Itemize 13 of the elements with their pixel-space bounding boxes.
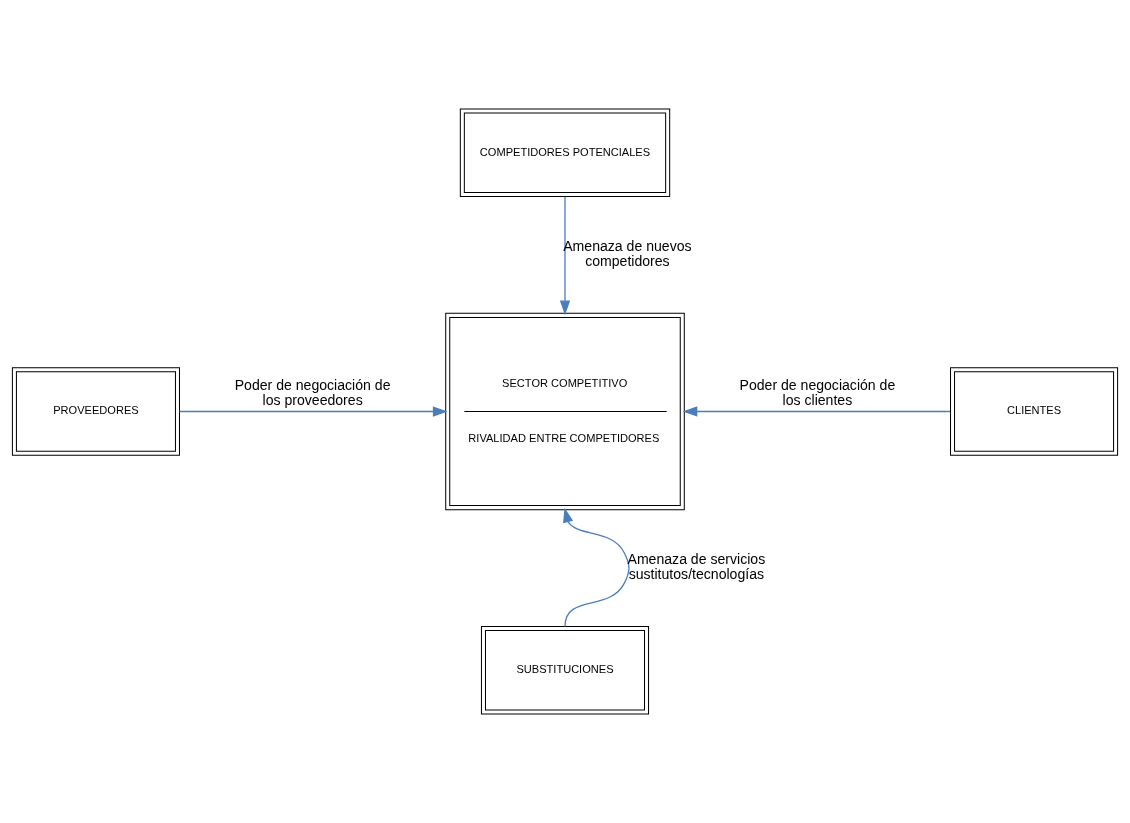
edge-label: Amenaza de nuevos competidores [563,238,692,270]
arrow [178,406,448,417]
edge-label: Poder de negociación de los clientes [739,376,896,408]
arrow [563,507,630,628]
node-box: CLIENTES [950,367,1119,456]
node-box: COMPETIDORES POTENCIALES [459,108,671,198]
node-box: PROVEEDORES [11,367,180,456]
node-box: SUBSTITUCIONES [480,625,650,715]
edge-label: Amenaza de servicios sustitutos/tecnologías [627,551,766,583]
node-box: SECTOR COMPETITIVO RIVALIDAD ENTRE COMPETIDORES [445,312,685,511]
edge-label: Poder de negociación de los proveedores [234,376,391,408]
arrow [559,196,571,316]
arrow [682,406,951,417]
